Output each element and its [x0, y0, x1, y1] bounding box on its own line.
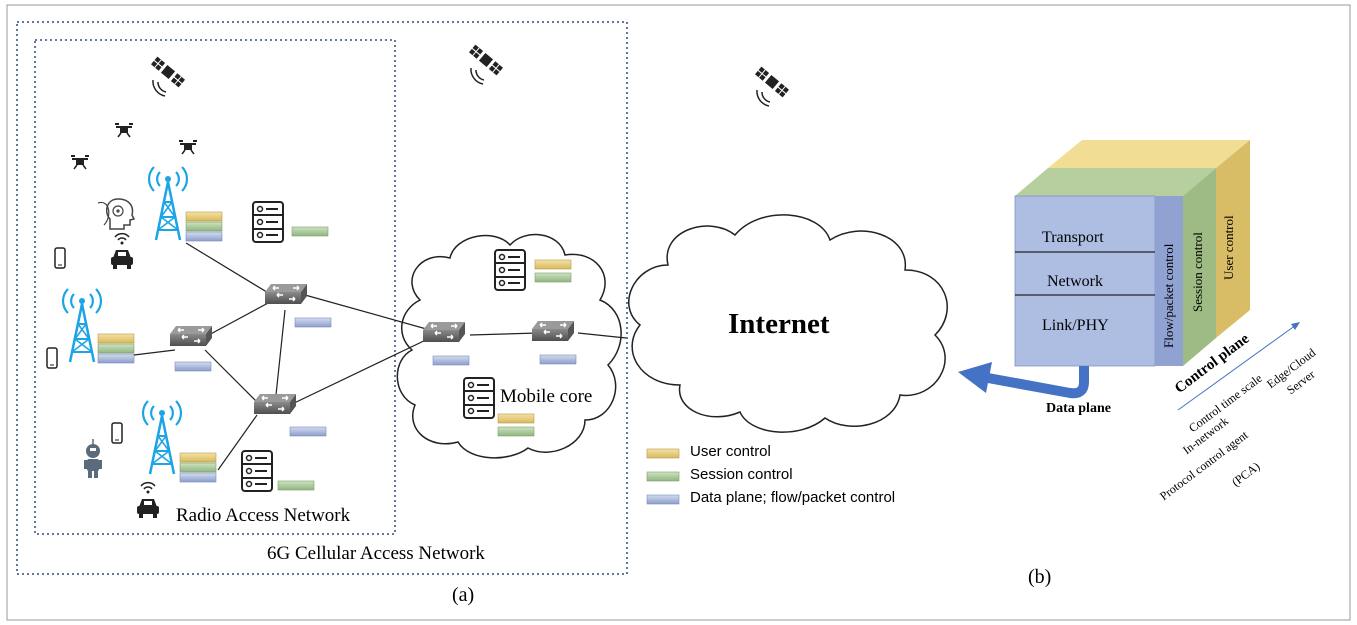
legend-swatch-user: [646, 448, 680, 459]
axis-arrowhead: [1291, 322, 1300, 330]
access-network-label: 6G Cellular Access Network: [267, 543, 485, 564]
access-network-box: [16, 21, 628, 575]
legend-swatch-session: [646, 471, 680, 482]
mobile-core-cloud: [396, 233, 622, 459]
cell-tower-icon: [141, 399, 183, 476]
tower-control-stack: [179, 452, 217, 483]
data-plane-arrow: [987, 366, 1089, 399]
car-icon: [110, 232, 134, 270]
caption-b: (b): [1028, 566, 1052, 588]
data-plane-tag: [294, 317, 332, 328]
legend-label-session: Session control: [690, 466, 793, 483]
server-icon: [241, 450, 273, 492]
cell-tower-icon: [61, 287, 103, 364]
legend-label-user: User control: [690, 443, 771, 460]
network-switch-icon: [531, 320, 575, 342]
data-plane-arrowhead: [958, 362, 992, 393]
ran-label: Radio Access Network: [176, 505, 351, 526]
satellite-icon: [150, 55, 186, 97]
protocol-cube: [1014, 140, 1250, 367]
figure-border: [6, 4, 1351, 621]
layer-link-phy: Link/PHY: [1042, 317, 1109, 334]
robot-icon: [83, 438, 103, 479]
satellite-icon: [468, 43, 504, 85]
tower-control-stack: [185, 211, 223, 242]
server-icon: [494, 249, 526, 291]
session-control-tag: [534, 272, 572, 283]
network-switch-icon: [253, 393, 297, 415]
side-label-session: Session control: [1190, 232, 1205, 312]
drone-icon: [178, 140, 198, 155]
mobile-core-label: Mobile core: [500, 386, 593, 407]
layer-transport: Transport: [1042, 229, 1104, 246]
side-label-user: User control: [1221, 215, 1236, 280]
session-control-tag: [277, 480, 315, 491]
legend-label-data: Data plane; flow/packet control: [690, 489, 896, 506]
server-icon: [252, 201, 284, 243]
network-switch-icon: [169, 325, 213, 347]
smartphone-icon: [111, 422, 123, 444]
user-control-tag: [497, 413, 535, 424]
caption-a: (a): [452, 584, 475, 606]
layer-network: Network: [1047, 273, 1103, 290]
network-switch-icon: [264, 283, 308, 305]
internet-cloud: [628, 214, 948, 433]
internet-label: Internet: [728, 308, 830, 340]
cell-tower-icon: [147, 165, 189, 242]
head-icon: [97, 198, 135, 230]
car-icon: [136, 481, 160, 519]
drone-icon: [70, 155, 90, 170]
data-plane-tag: [539, 354, 577, 365]
data-plane-tag: [432, 355, 470, 366]
data-plane-label: Data plane: [1046, 401, 1111, 416]
satellite-icon: [754, 65, 790, 107]
smartphone-icon: [54, 247, 66, 269]
ran-box: [34, 39, 396, 535]
session-control-tag: [497, 426, 535, 437]
drone-icon: [114, 123, 134, 138]
control-time-scale-axis: [1177, 324, 1297, 411]
user-control-tag: [534, 259, 572, 270]
session-control-tag: [291, 226, 329, 237]
side-label-flow-packet: Flow/packet control: [1161, 243, 1176, 348]
legend-swatch-data: [646, 494, 680, 505]
tower-control-stack: [97, 333, 135, 364]
server-icon: [463, 377, 495, 419]
smartphone-icon: [46, 347, 58, 369]
network-switch-icon: [422, 321, 466, 343]
data-plane-tag: [289, 426, 327, 437]
network-links: [133, 242, 627, 471]
data-plane-tag: [174, 361, 212, 372]
